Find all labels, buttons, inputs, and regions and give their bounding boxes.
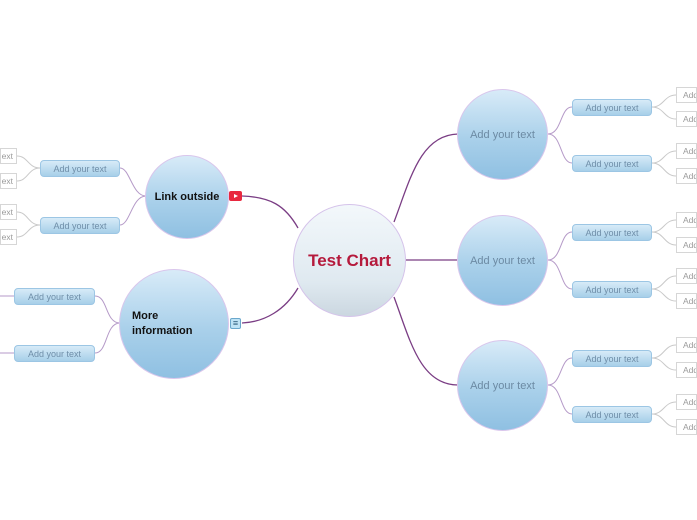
link-root-right-1 [393,133,459,223]
topic-pill[interactable]: Add your text [40,217,120,234]
leaf-text-box[interactable]: Add [676,394,697,410]
node-label: Link outside [154,191,220,203]
node-label: Add your text [470,254,535,267]
node-label: Add your text [470,128,535,141]
leaf-text-box[interactable]: Add [676,168,697,184]
topic-pill[interactable]: Add your text [572,224,652,241]
node-link-outside[interactable]: Link outside [145,155,229,239]
link-root-right-3 [393,296,459,386]
leaf-text-box[interactable]: Add [676,293,697,309]
topic-pill[interactable]: Add your text [14,288,95,305]
leaf-text-box[interactable]: Add [676,237,697,253]
video-link-icon[interactable] [229,191,242,201]
node-right-1[interactable]: Add your text [457,89,548,180]
root-node[interactable]: Test Chart [293,204,406,317]
link-root-more-information [241,287,299,324]
leaf-text-box[interactable]: ext [0,229,17,245]
root-label: Test Chart [308,250,391,270]
topic-pill[interactable]: Add your text [14,345,95,362]
leaf-text-box[interactable]: Add [676,419,697,435]
link-lo-child-2 [119,195,147,226]
topic-pill[interactable]: Add your text [572,99,652,116]
node-more-information[interactable]: More information [119,269,229,379]
topic-pill[interactable]: Add your text [572,155,652,172]
topic-pill[interactable]: Add your text [572,406,652,423]
node-label: Add your text [470,379,535,392]
leaf-text-box[interactable]: Add [676,337,697,353]
leaf-text-box[interactable]: Add [676,143,697,159]
node-right-3[interactable]: Add your text [457,340,548,431]
leaf-text-box[interactable]: Add [676,212,697,228]
node-label: More information [132,310,193,337]
note-icon[interactable]: ≡ [230,318,241,329]
topic-pill[interactable]: Add your text [572,281,652,298]
link-mi-child-1 [94,295,121,324]
link-root-link-outside [241,195,299,229]
node-right-2[interactable]: Add your text [457,215,548,306]
link-mi-child-2 [94,322,121,354]
link-lo-child-1 [119,167,147,197]
leaf-text-box[interactable]: Add [676,362,697,378]
leaf-text-box[interactable]: Add [676,268,697,284]
leaf-text-box[interactable]: Add [676,111,697,127]
topic-pill[interactable]: Add your text [40,160,120,177]
leaf-text-box[interactable]: ext [0,148,17,164]
leaf-text-box[interactable]: ext [0,204,17,220]
topic-pill[interactable]: Add your text [572,350,652,367]
leaf-text-box[interactable]: ext [0,173,17,189]
leaf-text-box[interactable]: Add [676,87,697,103]
